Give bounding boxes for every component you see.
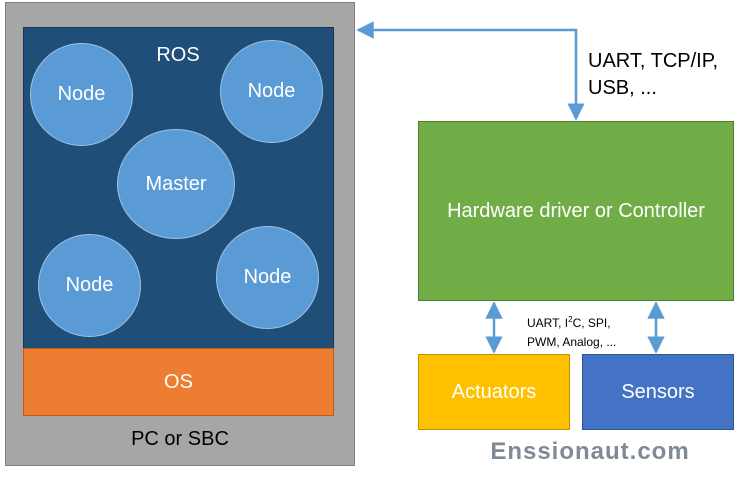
sensors-box: Sensors [582, 354, 734, 430]
hardware-driver-box: Hardware driver or Controller [418, 121, 734, 301]
pc-hardware-link-arrow [356, 21, 585, 121]
node-top-right: Node [220, 40, 323, 143]
node-bottom-right: Node [216, 226, 319, 329]
node-bottom-left: Node [38, 234, 141, 337]
watermark: Enssionaut.com [490, 438, 690, 465]
ros-label: ROS [156, 44, 200, 66]
actuators-box: Actuators [418, 354, 570, 430]
os-box: OS [23, 348, 334, 416]
comm-bottom-line2: PWM, Analog, ... [527, 335, 617, 349]
comm-bottom-line1-a: UART, I [527, 316, 569, 330]
comm-top-line1: UART, TCP/IP, [588, 50, 719, 72]
node-top-left: Node [30, 43, 133, 146]
comm-top-line2: USB, ... [588, 77, 657, 99]
comm-bottom-line1-b: C, SPI, [572, 316, 611, 330]
master-node: Master [117, 129, 235, 239]
comm-protocols-top: UART, TCP/IP, USB, ... [588, 48, 738, 102]
pc-or-sbc-label: PC or SBC [131, 428, 229, 450]
comm-bottom-line1: UART, I2C, SPI, [527, 310, 657, 333]
comm-protocols-bottom: UART, I2C, SPI, PWM, Analog, ... [527, 310, 657, 352]
comm-bottom-line1-sup: 2 [568, 315, 573, 324]
